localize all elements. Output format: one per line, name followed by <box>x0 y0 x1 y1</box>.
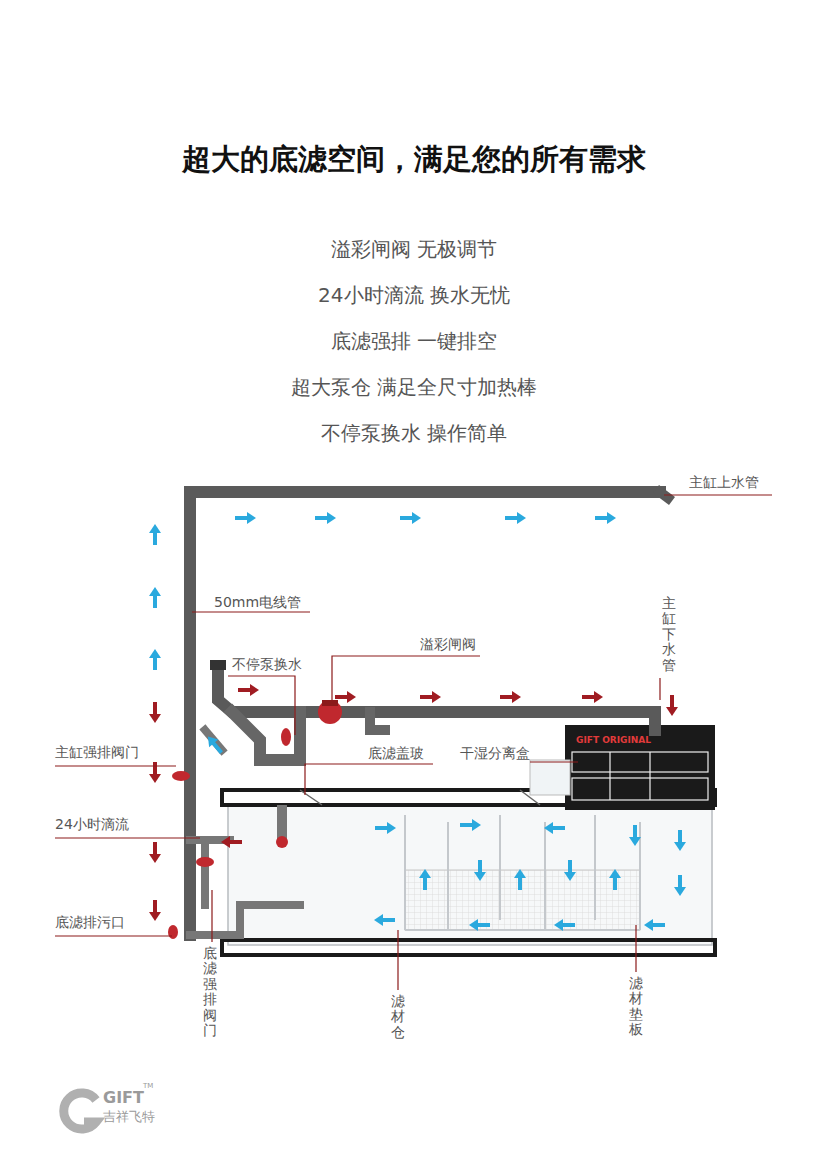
part-label: 滤材垫板 <box>629 976 643 1038</box>
leader-lines <box>55 495 772 990</box>
part-label: 溢彩闸阀 <box>420 636 476 654</box>
pipe-work <box>190 492 668 935</box>
logo-text: 吉祥飞特 <box>103 1108 155 1126</box>
flow-arrows <box>149 512 686 931</box>
feature-line: 底滤强排 一键排空 <box>0 328 828 355</box>
part-label: 底滤强排阀门 <box>203 946 217 1038</box>
logo-text: TM <box>143 1082 153 1090</box>
brand-text: GIFT ORIGINAL <box>572 733 655 747</box>
valves <box>168 660 342 939</box>
sump-tank <box>228 805 712 945</box>
part-label: 滤材仓 <box>391 994 405 1040</box>
part-label: 不停泵换水 <box>232 656 302 674</box>
logo-mark <box>64 1093 96 1129</box>
feature-line: 24小时滴流 换水无忧 <box>0 282 828 309</box>
cabinet-frame <box>222 790 715 955</box>
part-label: 主缸上水管 <box>689 474 759 492</box>
part-label: 底滤排污口 <box>55 914 125 932</box>
brand-box: GIFT ORIGINAL <box>572 733 655 747</box>
logo-text: GIFT <box>103 1088 144 1107</box>
feature-line: 不停泵换水 操作简单 <box>0 420 828 447</box>
feature-line: 超大泵仓 满足全尺寸加热棒 <box>0 374 828 401</box>
part-label: 干湿分离盒 <box>460 745 530 763</box>
part-label: 24小时滴流 <box>55 816 129 834</box>
part-label: 底滤盖玻 <box>368 745 424 763</box>
part-label: 50mm电线管 <box>214 594 301 612</box>
page-title: 超大的底滤空间，满足您的所有需求 <box>0 140 828 180</box>
part-label: 主缸下水管 <box>662 596 676 673</box>
dry-wet-box <box>530 725 715 810</box>
feature-line: 溢彩闸阀 无极调节 <box>0 236 828 263</box>
part-label: 主缸强排阀门 <box>55 744 139 762</box>
